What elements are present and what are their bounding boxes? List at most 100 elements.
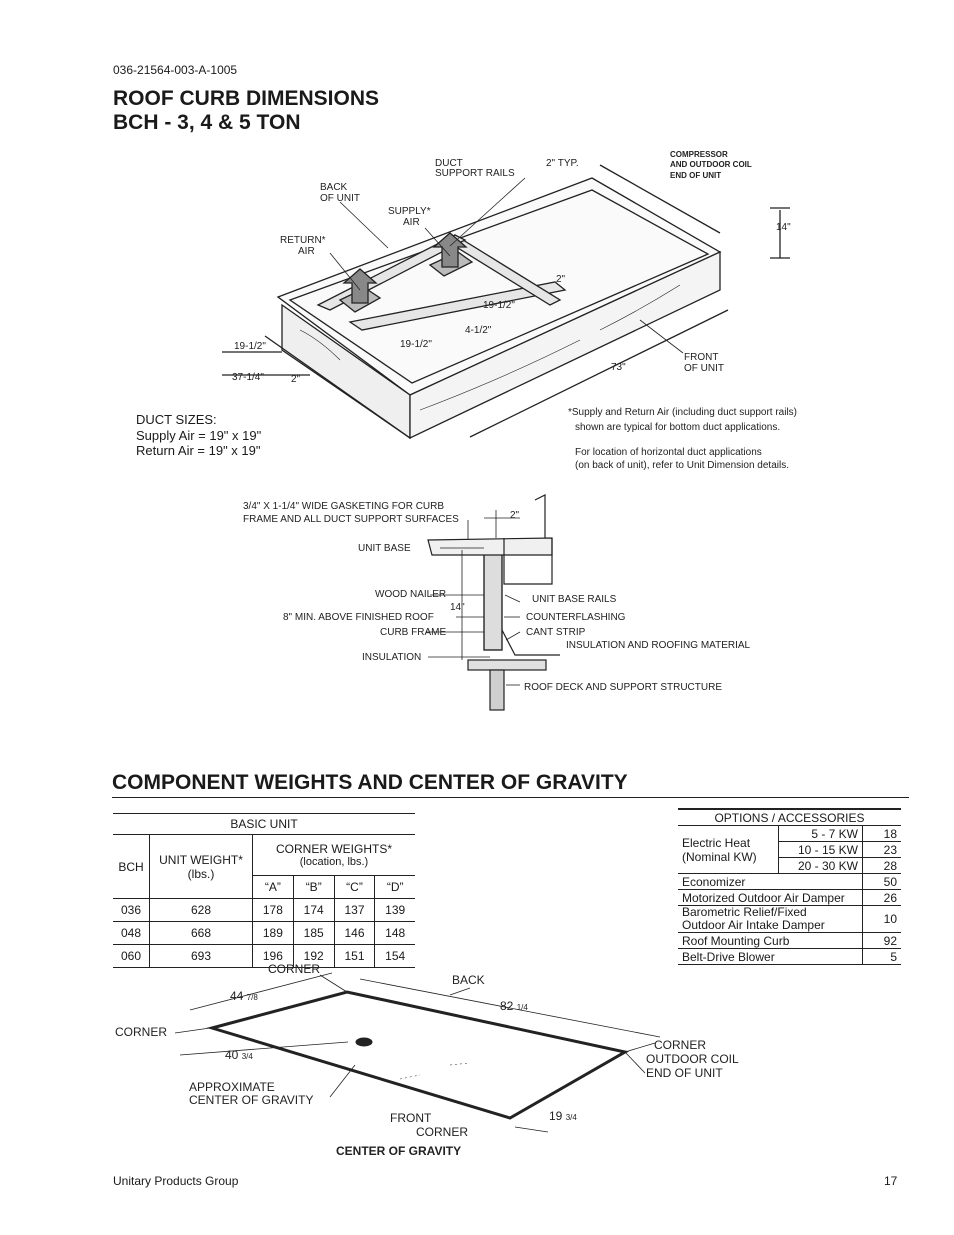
length-73-dimension: 73" (611, 362, 626, 373)
page-title: ROOF CURB DIMENSIONS BCH - 3, 4 & 5 TON (113, 87, 379, 135)
front-of-unit-label: FRONT OF UNIT (684, 352, 724, 374)
duct-support-rails-label: DUCT SUPPORT RAILS (435, 158, 515, 179)
front-label: FRONT (390, 1111, 432, 1125)
svg-text:AIR: AIR (298, 246, 315, 257)
dimension-37-25: 37-1/4" (232, 372, 264, 383)
unit-base-label: UNIT BASE (358, 543, 411, 554)
svg-text:END OF UNIT: END OF UNIT (646, 1066, 723, 1080)
svg-text:APPROXIMATE: APPROXIMATE (189, 1080, 275, 1094)
table-row: 036 628 178 174 137 139 (113, 898, 415, 922)
col-corner-weights: CORNER WEIGHTS* (location, lbs.) (252, 834, 415, 876)
center-of-gravity-diagram: CORNER BACK 44 7/8 82 1/4 CORNER 40 3/4 … (115, 962, 739, 1158)
roof-curb-diagram: COMPRESSOR AND OUTDOOR COIL END OF UNIT … (222, 150, 797, 471)
curb-section-detail: 3/4" X 1-1/4" WIDE GASKETING FOR CURB FR… (243, 494, 751, 711)
svg-text:AIR: AIR (403, 217, 420, 228)
typ-dimension: 2" TYP. (546, 158, 579, 169)
title-line-2: BCH - 3, 4 & 5 TON (113, 111, 301, 134)
corner-b-header: “B” (292, 875, 335, 899)
dimension-4-5: 4-1/2" (465, 325, 492, 336)
svg-text:DUCT: DUCT (435, 158, 463, 169)
dim-19-label: 19 3/4 (549, 1109, 577, 1123)
dim-82-label: 82 1/4 (500, 999, 528, 1013)
roof-deck-label: ROOF DECK AND SUPPORT STRUCTURE (524, 682, 722, 693)
svg-text:FRAME AND ALL DUCT SUPPORT SUR: FRAME AND ALL DUCT SUPPORT SURFACES (243, 514, 459, 525)
insulation-label: INSULATION (362, 652, 421, 663)
dim-44-label: 44 7/8 (230, 989, 258, 1003)
svg-text:BACK: BACK (320, 182, 348, 193)
section-title: COMPONENT WEIGHTS AND CENTER OF GRAVITY (112, 771, 628, 794)
table-row: 048 668 189 185 146 148 (113, 921, 415, 945)
table-row: Barometric Relief/Fixed Outdoor Air Inta… (678, 905, 901, 933)
svg-text:(on back of unit), refer to Un: (on back of unit), refer to Unit Dimensi… (575, 460, 789, 471)
table-row: Economizer 50 (678, 873, 901, 890)
svg-text:SUPPLY*: SUPPLY* (388, 206, 431, 217)
corner-a-header: “A” (252, 875, 294, 899)
cog-caption: CENTER OF GRAVITY (336, 1144, 461, 1158)
curb-14-dimension: 14" (450, 602, 465, 613)
svg-text:*Supply and Return Air (includ: *Supply and Return Air (including duct s… (568, 407, 797, 418)
gasket-label: 3/4" X 1-1/4" WIDE GASKETING FOR CURB FR… (243, 501, 459, 525)
col-unit-weight: UNIT WEIGHT* (lbs.) (149, 834, 253, 899)
table-row: Belt-Drive Blower 5 (678, 948, 901, 965)
corner-c-header: “C” (333, 875, 375, 899)
return-air-label: RETURN* AIR (280, 235, 326, 257)
title-line-1: ROOF CURB DIMENSIONS (113, 87, 380, 110)
svg-text:CENTER OF GRAVITY: CENTER OF GRAVITY (189, 1093, 313, 1107)
cant-strip-label: CANT STRIP (526, 627, 586, 638)
unit-base-rails-label: UNIT BASE RAILS (532, 594, 617, 605)
electric-heat-label: Electric Heat (Nominal KW) (678, 825, 779, 874)
corner-top-label: CORNER (268, 962, 320, 976)
options-title: OPTIONS / ACCESSORIES (678, 808, 901, 826)
back-label: BACK (452, 973, 485, 987)
duct-sizes-title: DUCT SIZES: (136, 412, 217, 427)
svg-text:shown are typical for bottom d: shown are typical for bottom duct applic… (575, 422, 780, 433)
compressor-note: COMPRESSOR AND OUTDOOR COIL END OF UNIT (670, 150, 752, 180)
document-number: 036-21564-003-A-1005 (113, 63, 238, 77)
svg-text:RETURN*: RETURN* (280, 235, 326, 246)
wood-nailer-label: WOOD NAILER (375, 589, 446, 600)
svg-text:CORNER: CORNER (654, 1038, 706, 1052)
svg-text:For location of horizontal duc: For location of horizontal duct applicat… (575, 447, 762, 458)
dimension-19-5-a: 19-1/2" (483, 300, 515, 311)
svg-text:END OF UNIT: END OF UNIT (670, 171, 721, 180)
svg-text:FRONT: FRONT (684, 352, 718, 363)
svg-text:OF UNIT: OF UNIT (684, 363, 724, 374)
svg-text:SUPPORT RAILS: SUPPORT RAILS (435, 168, 515, 179)
duct-sizes: DUCT SIZES: Supply Air = 19" x 19" Retur… (136, 412, 261, 459)
corner-bottom-label: CORNER (416, 1125, 468, 1139)
counterflashing-label: COUNTERFLASHING (526, 612, 626, 623)
min-above-roof-label: 8" MIN. ABOVE FINISHED ROOF (283, 612, 434, 623)
corner-left-label: CORNER (115, 1025, 167, 1039)
basic-unit-title: BASIC UNIT (113, 813, 415, 835)
curb-frame-label: CURB FRAME (380, 627, 446, 638)
height-14-dimension: 14" (776, 222, 791, 233)
duct-size-return: Return Air = 19" x 19" (136, 443, 261, 458)
svg-text:COMPRESSOR: COMPRESSOR (670, 150, 728, 159)
table-row: Motorized Outdoor Air Damper 26 (678, 889, 901, 906)
dimension-19-5-b: 19-1/2" (400, 339, 432, 350)
supply-air-label: SUPPLY* AIR (388, 206, 431, 228)
col-bch: BCH (113, 834, 150, 899)
svg-text:OF UNIT: OF UNIT (320, 193, 360, 204)
options-table: OPTIONS / ACCESSORIES Electric Heat (Nom… (678, 808, 901, 965)
duct-size-supply: Supply Air = 19" x 19" (136, 427, 262, 443)
page-number: 17 (884, 1174, 898, 1188)
duct-note: *Supply and Return Air (including duct s… (568, 407, 797, 471)
corner-right-label: CORNER OUTDOOR COIL END OF UNIT (646, 1038, 739, 1080)
insulation-roofing-label: INSULATION AND ROOFING MATERIAL (566, 640, 751, 651)
footer-company: Unitary Products Group (113, 1174, 239, 1188)
section-divider (112, 797, 909, 798)
gasket-2-dimension: 2" (510, 510, 520, 521)
back-of-unit-label: BACK OF UNIT (320, 182, 360, 204)
corner-d-header: “D” (374, 875, 415, 899)
svg-text:OUTDOOR COIL: OUTDOOR COIL (646, 1052, 739, 1066)
svg-text:3/4" X 1-1/4" WIDE GASKETING F: 3/4" X 1-1/4" WIDE GASKETING FOR CURB (243, 501, 444, 512)
basic-unit-table: BASIC UNIT BCH UNIT WEIGHT* (lbs.) CORNE… (113, 813, 415, 968)
dimension-2-b: 2" (291, 374, 301, 385)
svg-text:AND OUTDOOR COIL: AND OUTDOOR COIL (670, 160, 752, 169)
rail-2-dimension: 2" (556, 274, 566, 285)
approx-cog-label: APPROXIMATE CENTER OF GRAVITY (189, 1080, 313, 1107)
table-row: 060 693 196 192 151 154 (113, 944, 415, 968)
dimension-19-5-c: 19-1/2" (234, 341, 266, 352)
dim-40-label: 40 3/4 (225, 1048, 253, 1062)
